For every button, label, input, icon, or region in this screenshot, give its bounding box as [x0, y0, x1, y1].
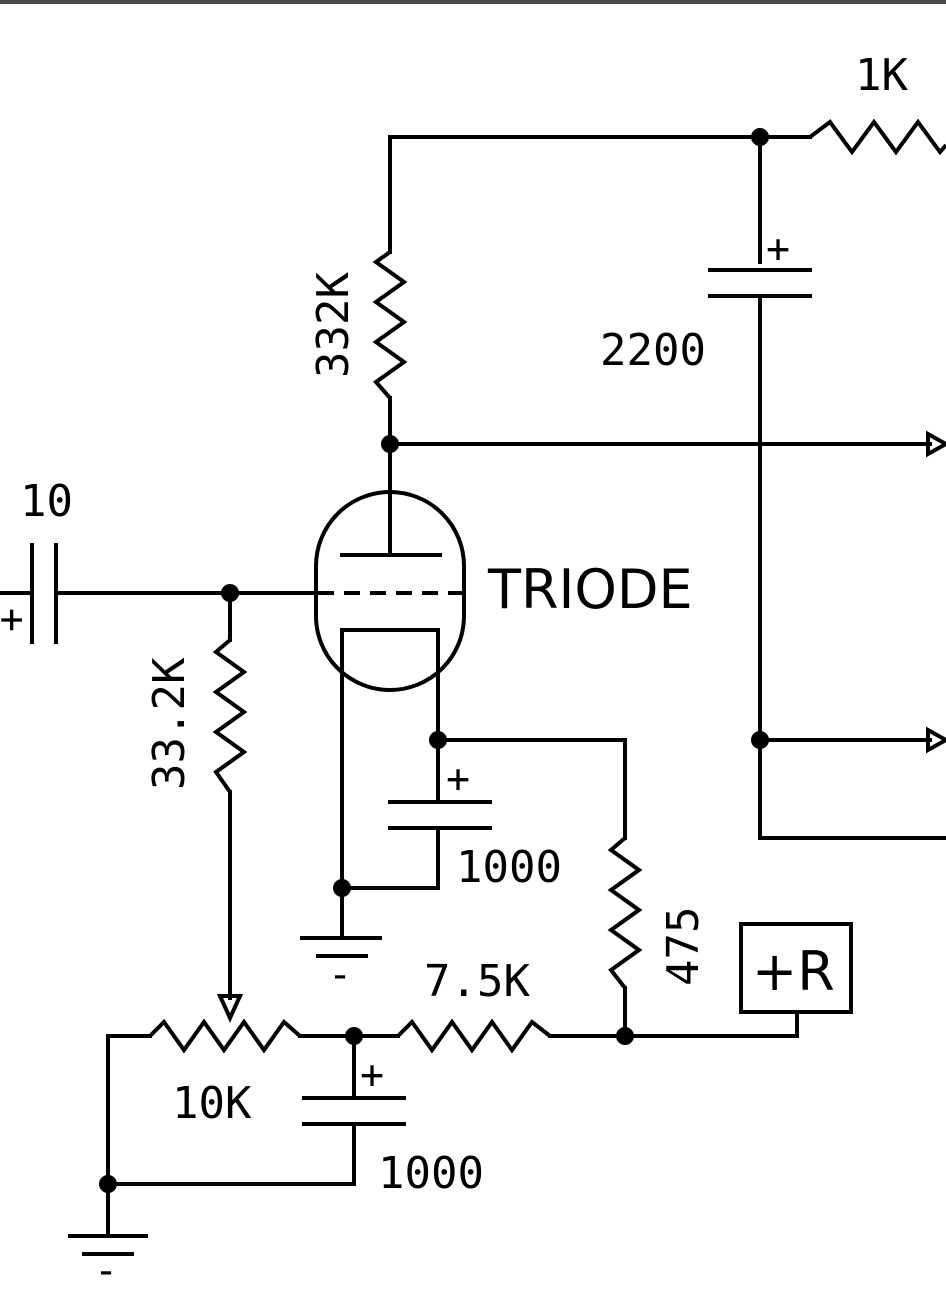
top-border [0, 0, 946, 4]
resistor-zigzag [607, 836, 643, 990]
wire-cathode-475 [436, 738, 627, 840]
wire-top-rail [388, 135, 812, 254]
resistor-332k: 332K [308, 250, 408, 400]
resistor-475: 475 [607, 836, 709, 990]
resistor-7-5k-label: 7.5K [424, 956, 530, 1007]
capacitor-bias-label: 1000 [378, 1148, 484, 1199]
ground-lower: - [68, 1234, 148, 1294]
wire-series-right [548, 1010, 799, 1038]
triode-tube: TRIODE [314, 490, 693, 692]
capacitor-1000-cathode: + 1000 [388, 756, 562, 893]
capacitor-1000-bias: + 1000 [302, 1052, 484, 1199]
ground-upper: - [300, 936, 382, 998]
resistor-332k-label: 332K [308, 272, 359, 378]
capacitor-cathode-polarity: + [446, 756, 470, 802]
capacitor-cathode-label: 1000 [456, 842, 562, 893]
junction-dot [99, 1175, 117, 1193]
junction-dot [751, 128, 769, 146]
capacitor-2200-polarity: + [766, 226, 790, 272]
ground-lower-sign: - [94, 1248, 118, 1294]
wire-right-rail-lower [758, 296, 946, 840]
resistor-zigzag [396, 1018, 552, 1054]
junction-dot [333, 879, 351, 897]
capacitor-2200-label: 2200 [600, 325, 706, 376]
junction-dot [221, 584, 239, 602]
terminal-label: +R [752, 940, 835, 1003]
junctions [99, 128, 769, 1193]
junction-dot [429, 731, 447, 749]
capacitor-10-label: 10 [20, 476, 73, 527]
pot-label: 10K [172, 1078, 252, 1129]
resistor-zigzag [808, 118, 946, 156]
resistor-zigzag [212, 638, 248, 794]
capacitor-bias-polarity: + [360, 1052, 384, 1098]
resistor-475-label: 475 [658, 907, 709, 986]
junction-dot [381, 435, 399, 453]
supply-terminal: +R [739, 922, 853, 1014]
wire-heater-left [340, 628, 440, 890]
tube-envelope [314, 490, 466, 692]
wires [0, 135, 946, 1238]
resistor-33-2k: 33.2K [144, 638, 248, 794]
output-arrow-right [926, 726, 946, 754]
potentiometer-10k: 10K [148, 994, 302, 1129]
capacitor-10-polarity: + [0, 608, 34, 632]
pot-wiper-arrow [216, 994, 244, 1023]
output-arrow-plate [926, 430, 946, 458]
terminal-box [739, 922, 853, 1014]
junction-dot [345, 1027, 363, 1045]
wire-cathode-cap [340, 826, 440, 890]
resistor-33-2k-label: 33.2K [144, 657, 195, 790]
capacitor-2200: + 2200 [600, 226, 812, 376]
resistor-zigzag [372, 250, 408, 400]
resistor-1k-label: 1K [855, 50, 908, 101]
wire-bias-cap-bottom [106, 1122, 356, 1186]
tube-label: TRIODE [487, 558, 693, 621]
resistor-1k: 1K [808, 50, 946, 156]
resistor-7-5k: 7.5K [396, 956, 552, 1054]
junction-dot [616, 1027, 634, 1045]
capacitor-10: 10 + [0, 476, 73, 644]
junction-dot [751, 731, 769, 749]
ground-upper-sign: - [328, 952, 352, 998]
resistor-zigzag [148, 1018, 302, 1054]
wire-bottom-left [106, 1034, 152, 1238]
